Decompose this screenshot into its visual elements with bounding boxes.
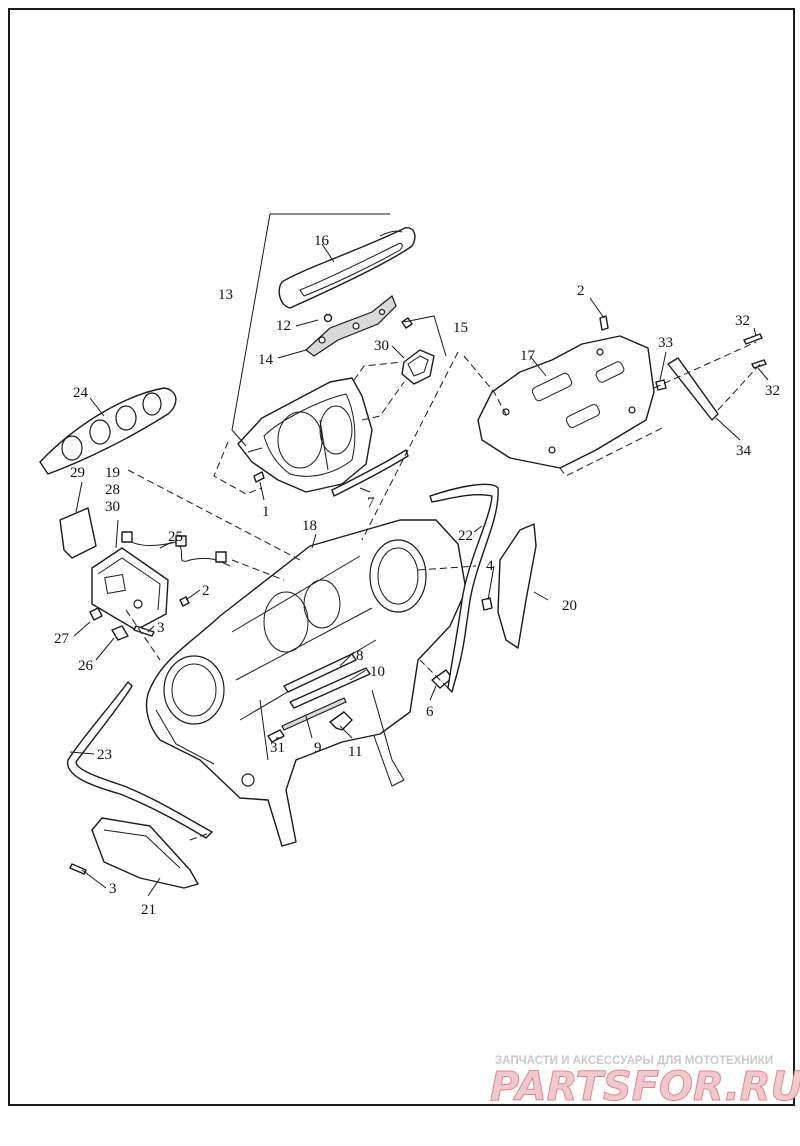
part-15-switch	[401, 349, 435, 385]
callout-21: 21	[141, 902, 156, 918]
part-9-rod	[281, 697, 347, 731]
leader-lines	[69, 213, 769, 897]
callout-2-top: 2	[577, 283, 585, 299]
callout-25: 25	[168, 529, 183, 545]
part-29-lens	[59, 507, 97, 559]
watermark: ЗАПЧАСТИ И АКСЕССУАРЫ ДЛЯ МОТОТЕХНИКИ PA…	[490, 1055, 800, 1111]
alignment-lines	[125, 341, 763, 841]
callout-31: 31	[270, 740, 285, 756]
callout-32-upper: 32	[735, 313, 750, 329]
callout-29: 29	[70, 465, 85, 481]
watermark-logo: PARTSFOR.RU	[490, 1064, 800, 1110]
part-23-trim-strip	[67, 681, 213, 839]
callout-labels: 16 13 12 15 30 14 1 7 2 17 33 32 32 34 2…	[54, 233, 780, 918]
callout-7: 7	[367, 495, 375, 511]
callout-3-bottom: 3	[109, 881, 117, 897]
callout-2-left: 2	[202, 583, 210, 599]
part-2-screw-top	[599, 315, 609, 331]
callout-27: 27	[54, 631, 70, 647]
callout-33: 33	[658, 335, 673, 351]
part-14-bracket	[305, 295, 397, 357]
part-30-screw-upper	[401, 317, 413, 329]
callout-14: 14	[258, 352, 274, 368]
callout-15: 15	[453, 320, 468, 336]
part-7-strip	[331, 449, 409, 497]
callout-28: 28	[105, 482, 120, 498]
callout-11: 11	[348, 744, 362, 760]
part-27-clip	[89, 607, 103, 621]
part-10-bar	[289, 667, 371, 709]
part-24-gauge-trim	[39, 387, 177, 475]
part-32-screw-upper	[743, 333, 763, 345]
part-25-harness	[121, 531, 231, 567]
part-22-trim-strip	[429, 483, 499, 693]
callout-30-upper: 30	[374, 338, 389, 354]
watermark-tagline: ЗАПЧАСТИ И АКСЕССУАРЫ ДЛЯ МОТОТЕХНИКИ	[495, 1055, 773, 1067]
part-17-plate	[477, 335, 655, 469]
callout-1: 1	[262, 504, 270, 520]
callout-6: 6	[426, 704, 434, 720]
callout-10: 10	[370, 664, 385, 680]
part-26-grommet	[111, 625, 129, 641]
part-8-bar	[283, 653, 357, 693]
callout-30-lower: 30	[105, 499, 120, 515]
part-1-screw	[253, 471, 265, 483]
part-3-screw-left	[133, 625, 155, 637]
callout-32-lower: 32	[765, 383, 780, 399]
part-12-nut	[323, 313, 333, 323]
callout-16: 16	[314, 233, 330, 249]
part-33-nut	[655, 379, 667, 391]
callout-22: 22	[458, 528, 473, 544]
part-11-bracket	[329, 711, 353, 731]
callout-23: 23	[97, 747, 112, 763]
part-31-strip	[267, 729, 285, 743]
diagram-frame	[8, 8, 795, 1106]
part-21-lower-panel	[91, 817, 199, 889]
callout-34: 34	[736, 443, 752, 459]
callout-13: 13	[218, 287, 233, 303]
callout-9: 9	[314, 740, 322, 756]
callout-3-left: 3	[157, 620, 165, 636]
callout-19: 19	[105, 465, 120, 481]
part-19-radio-unit	[91, 547, 169, 631]
callout-26: 26	[78, 658, 94, 674]
part-4-clip	[481, 597, 493, 611]
callout-12: 12	[276, 318, 291, 334]
part-3-screw-bottom	[69, 863, 87, 875]
callout-17: 17	[520, 348, 536, 364]
part-32-screw-lower	[751, 359, 767, 369]
callout-4: 4	[486, 558, 494, 574]
callout-24: 24	[73, 385, 89, 401]
callout-18: 18	[302, 518, 317, 534]
part-34-bracket	[667, 357, 719, 421]
part-16-trim-pad	[278, 227, 416, 309]
callout-20: 20	[562, 598, 577, 614]
part-20-side-panel	[497, 523, 537, 649]
part-13-inner-housing	[237, 377, 373, 493]
callout-8: 8	[356, 648, 364, 664]
